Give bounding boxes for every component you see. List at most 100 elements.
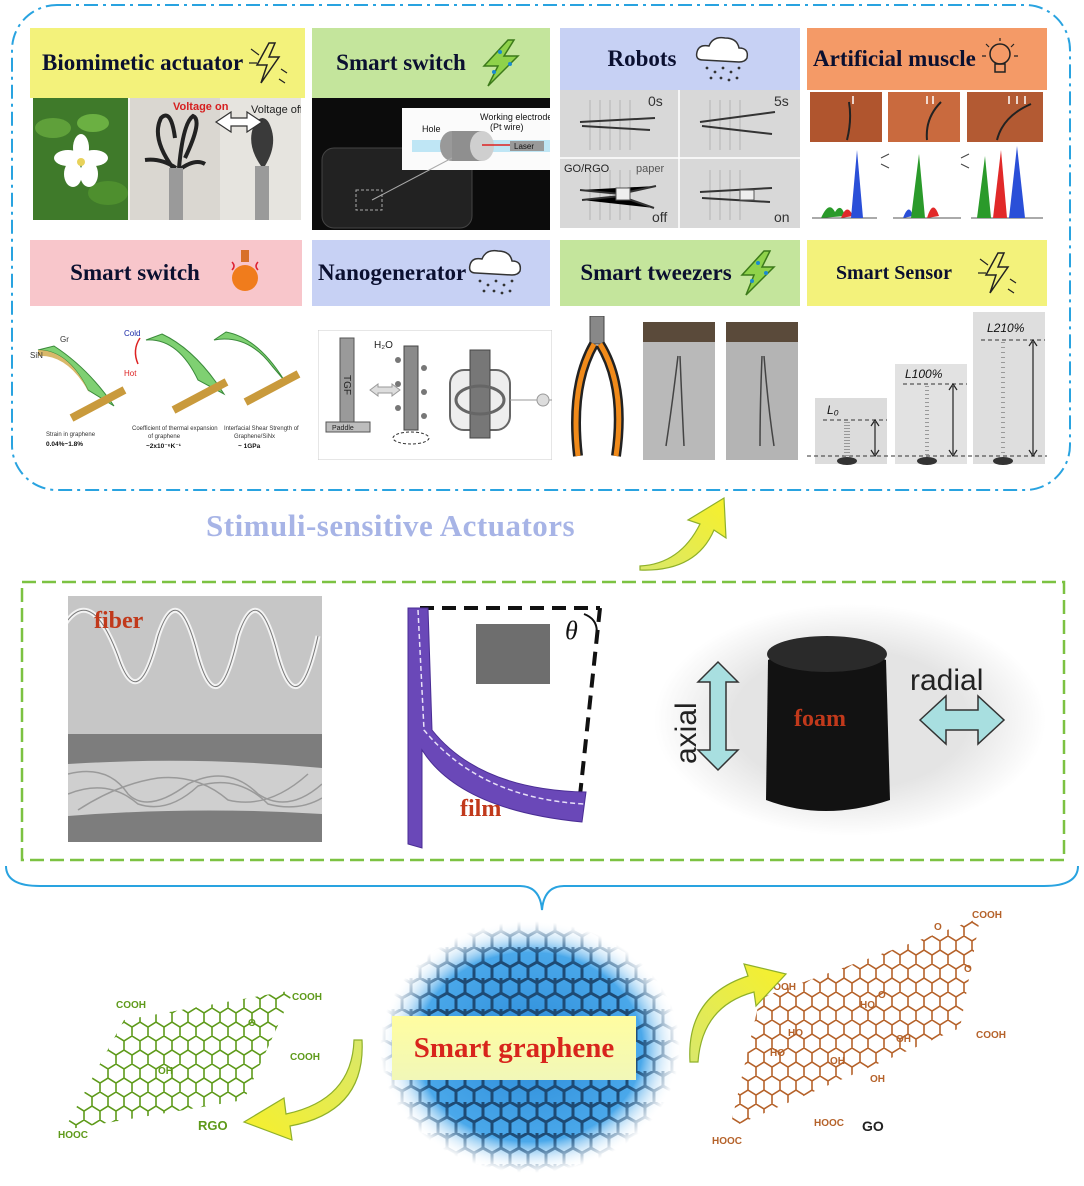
rgo-group-5: OH: [158, 1066, 173, 1077]
laser-label: Laser: [514, 142, 534, 151]
forms-frame: [20, 580, 1066, 862]
tgf-label: TGF: [341, 375, 352, 395]
fiber-label: fiber: [94, 608, 144, 634]
time-5s-label: 5s: [774, 93, 789, 109]
go-group-3: COOH: [976, 1030, 1006, 1041]
hole-label: Hole: [422, 124, 441, 134]
smart-switch-image: Working electrode (Pt wire) Hole Laser: [312, 98, 550, 230]
curved-arrow-right-icon: [689, 963, 788, 1063]
strain-title: Strain in graphene: [46, 432, 96, 438]
rgo-group-3: COOH: [290, 1052, 320, 1063]
paper-label: paper: [636, 163, 664, 175]
lightning-icon: [249, 42, 288, 84]
theta-label: θ: [565, 616, 578, 645]
flower-and-gripper-illustration: Voltage on Voltage off: [33, 98, 301, 220]
laser-fiber-illustration: Working electrode (Pt wire) Hole Laser: [321, 108, 550, 229]
cte-sub: of graphene: [148, 434, 181, 440]
off-label: off: [652, 209, 667, 225]
bilayer-bending-illustration: Gr SiN Cold Hot Strain in graphene 0.04%…: [30, 329, 301, 450]
foam-label: foam: [794, 706, 846, 732]
light-bulb-icon: [981, 38, 1018, 73]
robots-image: 0s 5s GO/RGO paper off on: [560, 90, 800, 228]
strain-value: 0.04%~1.8%: [46, 441, 83, 448]
go-label: GO: [862, 1118, 884, 1134]
lightning-bolt-icon: [482, 39, 520, 87]
robot-frames-illustration: 0s 5s GO/RGO paper off on: [560, 90, 800, 228]
lightning-bolt-icon: [739, 250, 776, 296]
go-group-9: OH: [870, 1074, 885, 1085]
heater-icon: [231, 250, 259, 291]
gr-label: Gr: [60, 335, 69, 344]
voltage-off-label: Voltage off: [251, 104, 301, 116]
header-smart-tweezers: Smart tweezers: [560, 240, 800, 306]
go-group-13: O: [934, 922, 942, 933]
cold-label: Cold: [124, 329, 140, 338]
header-smart-switch-top: Smart switch: [312, 28, 550, 98]
radial-label: radial: [910, 664, 984, 697]
smart-graphene-label: Smart graphene: [392, 1016, 636, 1080]
axial-label: axial: [670, 702, 703, 764]
header-smart-switch-bottom: Smart switch: [30, 240, 302, 306]
rgo-group-4: O: [248, 1018, 256, 1029]
go-group-6: OH: [830, 1056, 845, 1067]
curved-arrow-left-icon: [242, 1039, 363, 1141]
go-rgo-label: GO/RGO: [564, 163, 610, 175]
rgo-group-2: COOH: [116, 1000, 146, 1011]
artificial-muscle-image: [807, 90, 1047, 228]
spring-stretch-illustration: L₀ L100% L210%: [807, 312, 1047, 465]
l100-label: L100%: [905, 367, 943, 381]
film-bending-illustration: [407, 606, 602, 849]
lightning-icon: [978, 252, 1017, 294]
time-0s-label: 0s: [648, 93, 663, 109]
film-label: film: [460, 796, 502, 822]
on-label: on: [774, 209, 790, 225]
voltage-on-label: Voltage on: [173, 101, 229, 113]
h2o-label: H₂O: [374, 340, 393, 351]
go-group-1: COOH: [972, 910, 1002, 921]
fiber-coil-image: [68, 596, 322, 734]
go-group-7: HO: [770, 1048, 785, 1059]
rain-cloud-icon: [695, 36, 748, 82]
go-group-11: HOOC: [814, 1118, 844, 1129]
l210-label: L210%: [987, 321, 1025, 335]
go-group-8: OH: [896, 1034, 911, 1045]
muscle-spectra-illustration: [810, 92, 1043, 219]
hot-label: Hot: [124, 369, 137, 378]
go-group-2: COOH: [766, 982, 796, 993]
rgo-label: RGO: [198, 1118, 228, 1133]
curved-arrow-up-icon: [639, 496, 727, 571]
section-title: Stimuli-sensitive Actuators: [206, 508, 576, 543]
twisted-yarn-illustration: [68, 734, 322, 842]
rgo-group-1: COOH: [292, 992, 322, 1003]
pt-wire-label: (Pt wire): [490, 122, 524, 132]
header-smart-sensor: Smart Sensor: [807, 240, 1047, 306]
tgf-nanogenerator-illustration: TGF H₂O Paddle: [318, 330, 552, 460]
tweezers-illustration: [571, 316, 798, 460]
rgo-structure-illustration: [64, 990, 294, 1130]
biomimetic-actuator-image: Voltage on Voltage off: [33, 98, 301, 220]
shear-sub: Graphene/SiNx: [234, 434, 275, 440]
header-nanogenerator: Nanogenerator: [312, 240, 550, 306]
twisted-fiber-image: [68, 734, 322, 842]
header-robots: Robots: [560, 28, 800, 90]
cte-value: ~2x10⁻⁶K⁻¹: [146, 443, 181, 450]
brace-connector: [5, 865, 1079, 911]
working-electrode-label: Working electrode: [480, 112, 550, 122]
smart-tweezers-image: [560, 316, 800, 464]
helical-fiber-illustration: [68, 596, 322, 734]
nanogenerator-image: TGF H₂O Paddle: [318, 330, 552, 460]
go-group-14: O: [964, 964, 972, 975]
go-group-12: HOOC: [712, 1136, 742, 1147]
header-biomimetic-actuator: Biomimetic actuator: [30, 28, 305, 98]
smart-sensor-image: L₀ L100% L210%: [807, 310, 1047, 470]
cte-title: Coefficient of thermal expansion: [132, 426, 218, 432]
go-group-5: HO: [788, 1028, 803, 1039]
go-structure-illustration: [730, 918, 980, 1128]
l0-label: L₀: [827, 403, 839, 417]
go-group-10: O: [878, 990, 886, 1001]
go-group-4: HO: [860, 1000, 875, 1011]
paddle-label: Paddle: [332, 425, 354, 432]
rain-cloud-icon: [469, 249, 522, 295]
actuators-frame: [11, 4, 1071, 491]
thermal-switch-image: Gr SiN Cold Hot Strain in graphene 0.04%…: [28, 320, 304, 470]
